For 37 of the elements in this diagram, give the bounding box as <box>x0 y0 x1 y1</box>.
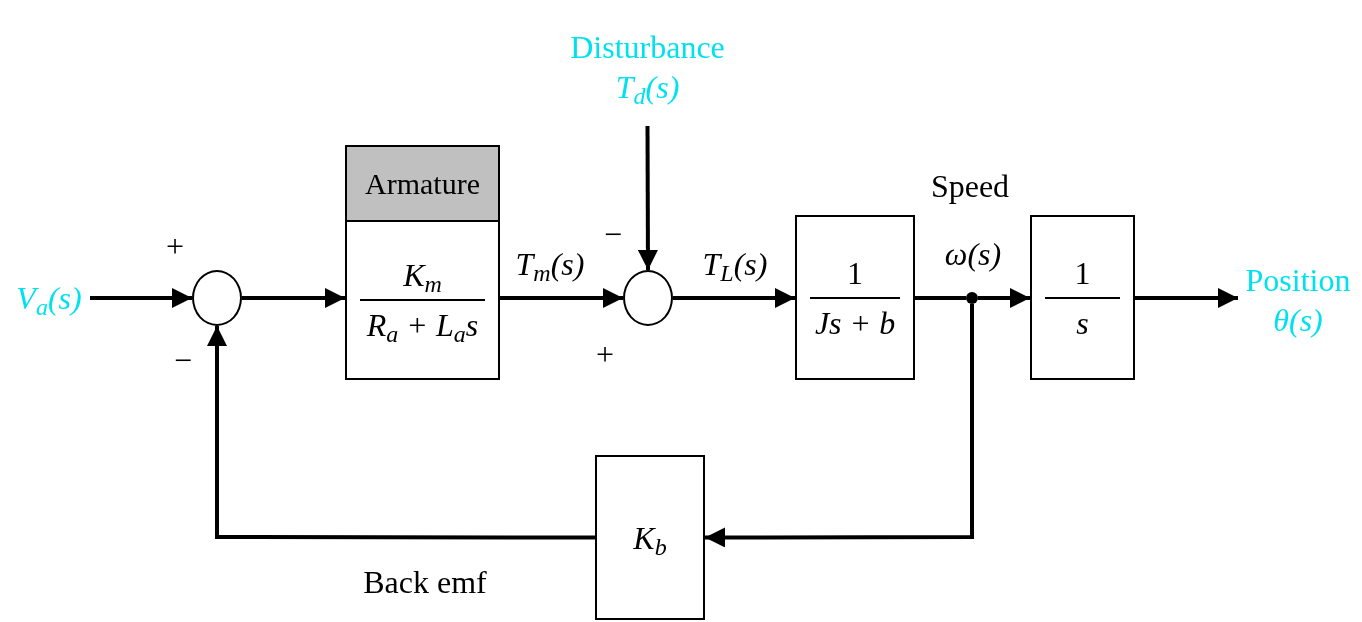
denominator: Js + b <box>814 303 896 343</box>
signal-label: + <box>595 335 614 374</box>
signal-label: θ(s) <box>1273 301 1323 340</box>
numerator: K$_{m}$ <box>403 256 442 295</box>
signal-arrow <box>207 326 595 540</box>
edge-label: T$_{L}$(s) <box>702 245 768 288</box>
signal-arrow <box>673 288 795 308</box>
transfer-function-block <box>795 215 915 380</box>
signal-label: − <box>173 341 192 380</box>
signal-label: − <box>603 215 622 254</box>
numerator: 1 <box>1074 253 1091 293</box>
signal-arrow <box>705 304 974 548</box>
signal-name: Position <box>1245 261 1351 300</box>
denominator: R$_{a}$ + L$_{a}$s <box>366 306 479 345</box>
transfer-function-block <box>595 455 705 620</box>
block-heading: Armature <box>365 166 480 202</box>
edge-label: T$_{m}$(s) <box>515 245 585 288</box>
signal-label: Back emf <box>363 563 487 602</box>
transfer-function-block <box>1030 215 1135 380</box>
summing-junction <box>623 270 673 326</box>
signal-arrow <box>242 288 345 308</box>
gain-label: K$_{b}$ <box>633 518 667 562</box>
signal-arrow <box>1135 288 1238 308</box>
signal-label: T$_{d}$(s) <box>615 68 680 107</box>
signal-arrow <box>90 288 192 308</box>
signal-label: ω(s) <box>944 235 1002 274</box>
denominator: s <box>1076 303 1089 343</box>
signal-arrow <box>978 288 1030 308</box>
signal-label: V$_{a}$(s) <box>16 279 82 318</box>
signal-arrow <box>637 126 658 270</box>
transfer-function-block <box>345 145 500 380</box>
numerator: 1 <box>847 253 863 293</box>
signal-label: + <box>165 227 184 266</box>
signal-arrow <box>500 288 623 308</box>
signal-name: Disturbance <box>570 28 725 67</box>
summing-junction <box>192 270 242 326</box>
signal-label: Speed <box>930 167 1010 206</box>
